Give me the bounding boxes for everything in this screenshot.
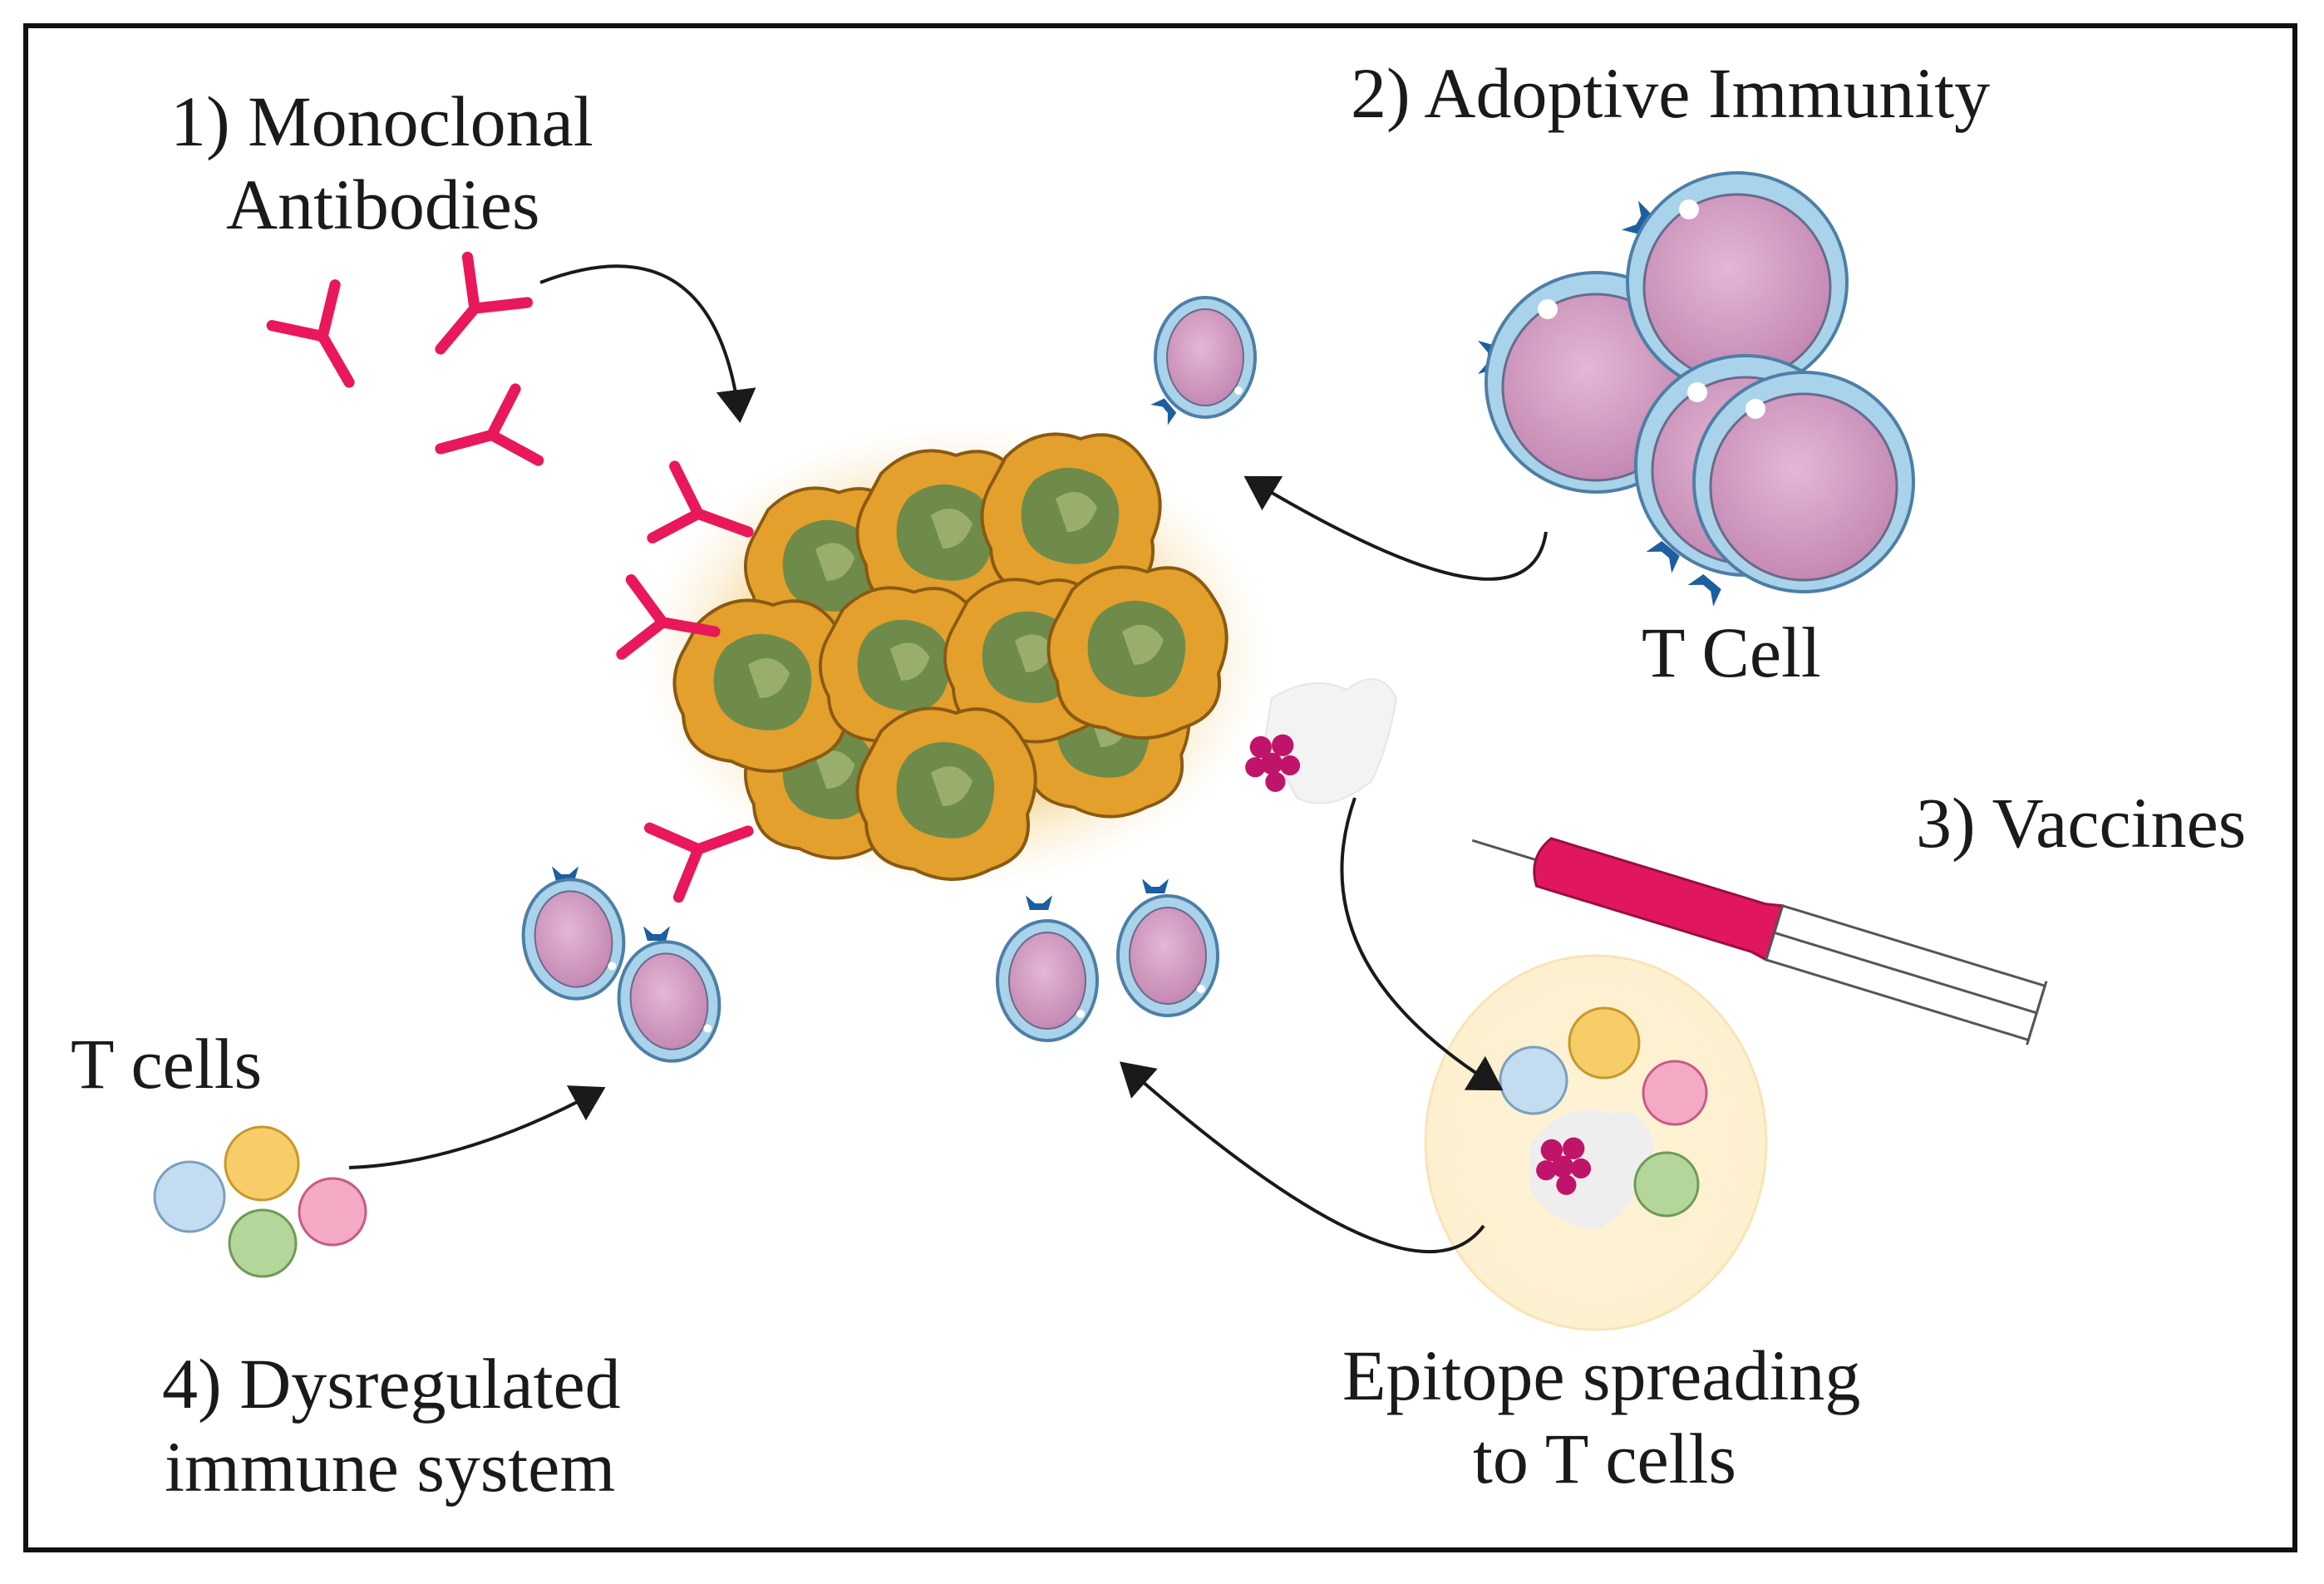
epitope-spreading-cell bbox=[1424, 954, 1768, 1331]
label-vaccines: 3) Vaccines bbox=[1916, 783, 2247, 863]
arrows bbox=[348, 264, 1548, 1253]
label-adoptive-immunity: 2) Adoptive Immunity bbox=[1351, 53, 1991, 133]
t-cell-pair-middle bbox=[996, 878, 1219, 1042]
arrow-debris-to-apc bbox=[1340, 797, 1504, 1091]
label-dysregulated-line2: immune system bbox=[165, 1427, 616, 1507]
label-t-cells: T cells bbox=[71, 1024, 263, 1104]
t-cell-pair-left bbox=[512, 866, 731, 1071]
t-cells-cluster bbox=[153, 1125, 367, 1278]
label-epitope-line1: Epitope spreading bbox=[1342, 1336, 1861, 1415]
arrow-tcells-to-pair bbox=[348, 1085, 606, 1169]
arrow-adoptive-to-tumor bbox=[1243, 475, 1548, 581]
tumor-mass bbox=[640, 424, 1272, 889]
label-dysregulated-line1: 4) Dysregulated bbox=[162, 1344, 621, 1424]
label-epitope-line2: to T cells bbox=[1473, 1419, 1736, 1498]
vaccine-syringe bbox=[1471, 837, 2048, 1045]
arrow-antibodies-to-tumor bbox=[539, 264, 756, 423]
arrow-apc-to-tcells bbox=[1120, 1061, 1485, 1253]
tumor-debris bbox=[1245, 678, 1398, 804]
label-monoclonal-line1: 1) Monoclonal bbox=[170, 81, 593, 161]
label-t-cell: T Cell bbox=[1642, 612, 1821, 692]
label-monoclonal-line2: Antibodies bbox=[226, 165, 540, 244]
free-antibodies bbox=[270, 254, 539, 484]
migrating-t-cell bbox=[1150, 296, 1257, 426]
